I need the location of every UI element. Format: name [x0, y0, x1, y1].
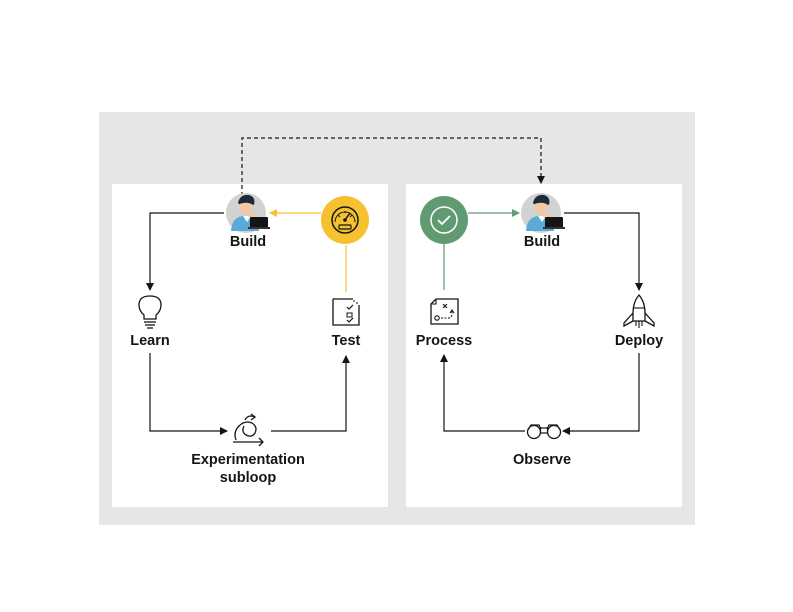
binoculars-icon: [526, 424, 562, 440]
experimentation-label-line1: Experimentation: [191, 452, 305, 468]
deploy-label: Deploy: [614, 333, 664, 349]
process-label: Process: [415, 333, 473, 349]
developer-avatar-icon: [521, 193, 565, 233]
test-label: Test: [331, 333, 361, 349]
arrow-learn-to-experimentation: [149, 353, 228, 435]
subloop-icon: [233, 413, 264, 447]
developer-avatar-icon: [226, 193, 270, 233]
arrow-build-to-deploy: [564, 212, 643, 291]
speedometer-icon: [321, 196, 369, 244]
left-build-label: Build: [229, 234, 267, 250]
observe-label: Observe: [512, 452, 572, 468]
learn-label: Learn: [130, 333, 170, 349]
arrow-deploy-to-observe: [562, 353, 640, 435]
arrow-experimentation-to-test: [271, 355, 350, 432]
checkmark-circle-icon: [420, 196, 468, 244]
strategy-board-icon: [430, 298, 459, 325]
checklist-icon: [332, 298, 360, 326]
lightbulb-icon: [138, 295, 162, 329]
arrow-build-to-learn: [146, 212, 224, 291]
right-build-label: Build: [523, 234, 561, 250]
rocket-icon: [623, 294, 655, 328]
dashed-connector-arrow: [241, 137, 545, 196]
experimentation-label-line2: subloop: [219, 470, 277, 486]
arrow-observe-to-process: [440, 354, 525, 432]
